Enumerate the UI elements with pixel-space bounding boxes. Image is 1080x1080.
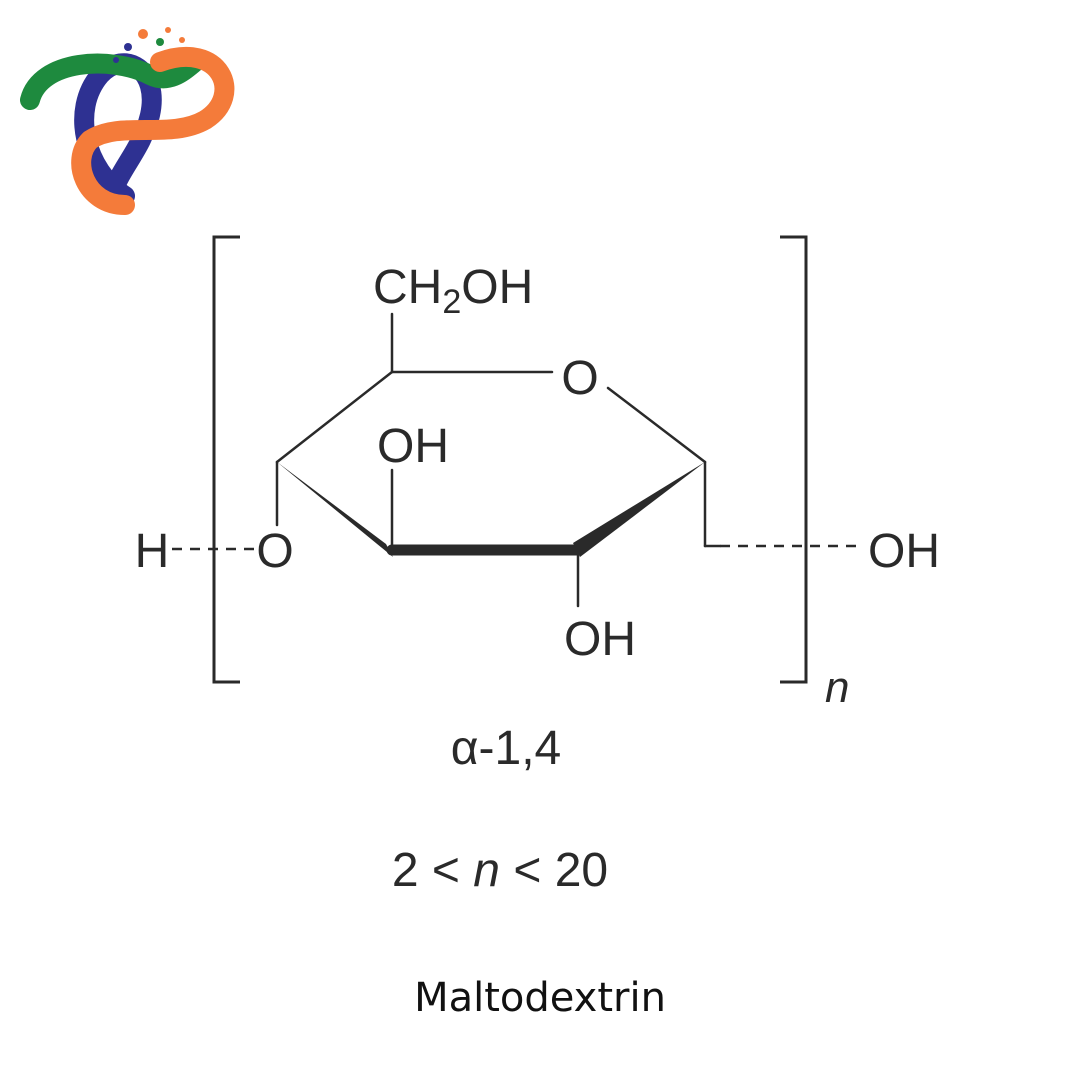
logo-orange-swoosh bbox=[71, 46, 235, 215]
c2-hydroxyl-label: OH bbox=[564, 613, 636, 666]
logo-dot bbox=[124, 43, 132, 51]
c3-hydroxyl-label: OH bbox=[377, 420, 449, 473]
bond-c4-c5 bbox=[275, 370, 394, 464]
linkage-label: α-1,4 bbox=[451, 722, 561, 775]
compound-caption: Maltodextrin bbox=[414, 975, 666, 1021]
repeat-index-label: n bbox=[825, 663, 849, 712]
ring-oxygen-label: O bbox=[561, 352, 598, 405]
logo-dot bbox=[179, 37, 185, 43]
logo-dot bbox=[165, 27, 171, 33]
wedge-c4-c3 bbox=[277, 462, 393, 557]
bond-o5-c1 bbox=[606, 386, 707, 464]
glycosidic-oxygen-label: O bbox=[256, 525, 293, 578]
logo-dot bbox=[138, 29, 148, 39]
wedge-c1-c2 bbox=[573, 462, 705, 557]
left-bracket bbox=[212, 235, 240, 684]
range-label: 2 < n < 20 bbox=[392, 844, 608, 897]
ribbon-logo-icon bbox=[20, 27, 235, 215]
right-bracket bbox=[780, 235, 808, 684]
logo-green-swoosh bbox=[20, 52, 205, 110]
terminal-h-label: H bbox=[135, 525, 170, 578]
logo-dot bbox=[113, 57, 119, 63]
ch2oh-label: CH2OH bbox=[373, 261, 533, 321]
terminal-oh-label: OH bbox=[868, 525, 940, 578]
logo-dot bbox=[156, 38, 164, 46]
